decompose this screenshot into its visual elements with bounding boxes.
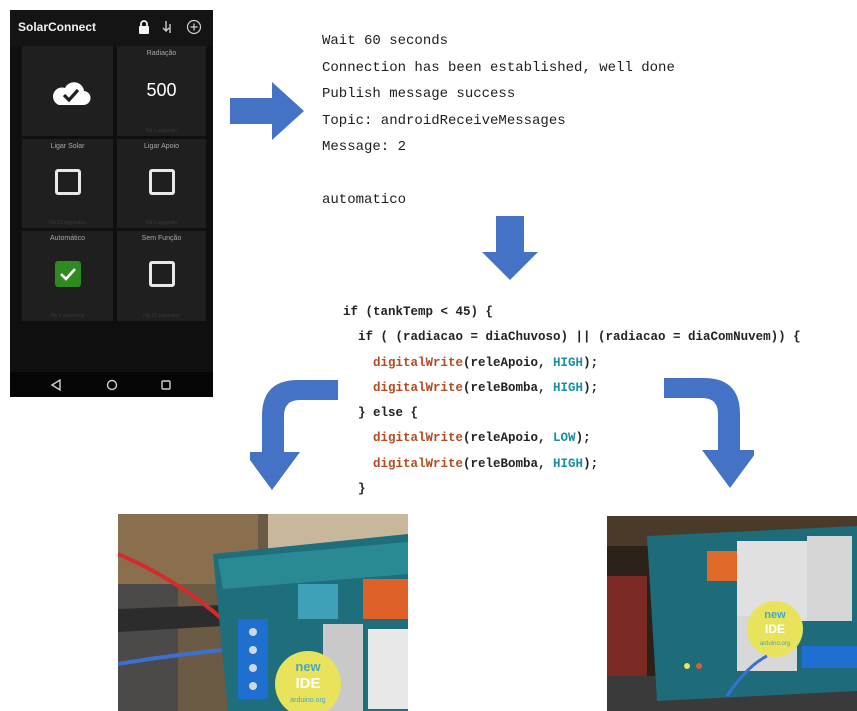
serial-console-output: Wait 60 seconds Connection has been esta… bbox=[322, 28, 675, 214]
sticker-text: IDE bbox=[295, 675, 320, 692]
tile-timestamp: Há 4 segundos bbox=[50, 313, 85, 319]
code-text: (releApoio, bbox=[463, 431, 554, 446]
photo-arduino-right: new IDE arduino.org bbox=[607, 516, 857, 711]
code-text: (releBomba, bbox=[463, 380, 554, 395]
code-text: (releApoio, bbox=[463, 355, 554, 370]
ligar-solar-checkbox[interactable] bbox=[55, 169, 81, 195]
arrow-down bbox=[482, 216, 538, 280]
console-line: Topic: androidReceiveMessages bbox=[322, 112, 566, 129]
android-nav-bar bbox=[10, 372, 213, 397]
code-text: if (tankTemp < 45) { bbox=[343, 305, 494, 319]
code-text bbox=[343, 356, 373, 370]
cloud-check-icon bbox=[52, 82, 91, 106]
arrow-bent-left bbox=[250, 380, 338, 490]
console-line: Connection has been established, well do… bbox=[322, 59, 675, 76]
recents-icon[interactable] bbox=[160, 379, 172, 391]
swap-icon[interactable] bbox=[160, 19, 176, 35]
code-line: } bbox=[343, 477, 801, 502]
check-icon bbox=[60, 268, 76, 281]
code-line: if (tankTemp < 45) { bbox=[343, 300, 801, 325]
code-keyword: HIGH bbox=[553, 380, 584, 395]
code-keyword: LOW bbox=[553, 431, 576, 446]
code-text bbox=[343, 457, 373, 471]
console-line bbox=[322, 161, 675, 188]
automatico-checkbox[interactable] bbox=[55, 261, 81, 287]
tile-label: Automático bbox=[49, 235, 86, 242]
app-toolbar: SolarConnect bbox=[10, 10, 213, 46]
code-line: digitalWrite(releApoio, LOW); bbox=[343, 426, 801, 451]
tile-radiacao[interactable]: Radiação 500 Há 1 segundo bbox=[117, 46, 206, 136]
code-text: if ( (radiacao = diaChuvoso) || (radiaca… bbox=[343, 330, 801, 345]
arrow-bent-right bbox=[664, 378, 754, 488]
tile-label: Ligar Apoio bbox=[143, 143, 180, 150]
sem-funcao-checkbox[interactable] bbox=[149, 261, 175, 287]
sticker-text: arduino.org bbox=[290, 697, 326, 704]
code-text: ); bbox=[583, 456, 599, 471]
lock-icon[interactable] bbox=[136, 19, 152, 35]
code-keyword: HIGH bbox=[553, 355, 584, 370]
code-function: digitalWrite bbox=[373, 380, 464, 395]
code-text bbox=[343, 381, 373, 395]
sticker-text: new bbox=[764, 609, 786, 621]
radiation-value: 500 bbox=[146, 80, 177, 100]
ligar-apoio-checkbox[interactable] bbox=[149, 169, 175, 195]
sticker-text: arduino.org bbox=[760, 641, 790, 647]
photo-arduino-left: new IDE arduino.org bbox=[118, 514, 408, 711]
sticker-text: IDE bbox=[765, 622, 785, 636]
tile-timestamp: Há 12 segundos bbox=[49, 220, 86, 226]
code-line: if ( (radiacao = diaChuvoso) || (radiaca… bbox=[343, 325, 801, 350]
tile-ligar-solar[interactable]: Ligar Solar Há 12 segundos bbox=[22, 139, 113, 228]
tile-timestamp: Há 15 segundos bbox=[143, 313, 180, 319]
tile-automatico[interactable]: Automático Há 4 segundos bbox=[22, 231, 113, 321]
code-function: digitalWrite bbox=[373, 456, 464, 471]
tile-cloud-status[interactable] bbox=[22, 46, 113, 136]
arduino-code-snippet: if (tankTemp < 45) { if ( (radiacao = di… bbox=[343, 300, 801, 502]
tile-label: Ligar Solar bbox=[50, 143, 85, 150]
tile-timestamp: Há 1 segundo bbox=[145, 220, 178, 226]
tile-label: Sem Função bbox=[141, 235, 182, 242]
tile-ligar-apoio[interactable]: Ligar Apoio Há 1 segundo bbox=[117, 139, 206, 228]
code-text: ); bbox=[575, 431, 591, 446]
code-keyword: HIGH bbox=[553, 456, 584, 471]
tile-label: Radiação bbox=[146, 50, 177, 57]
code-line: } else { bbox=[343, 401, 801, 426]
code-line: digitalWrite(releApoio, HIGH); bbox=[343, 351, 801, 376]
code-line: digitalWrite(releBomba, HIGH); bbox=[343, 376, 801, 401]
code-text: (releBomba, bbox=[463, 456, 554, 471]
home-icon[interactable] bbox=[106, 379, 118, 391]
code-line: digitalWrite(releBomba, HIGH); bbox=[343, 452, 801, 477]
code-text bbox=[343, 431, 373, 445]
code-text: ); bbox=[583, 355, 599, 370]
code-text: ); bbox=[583, 380, 599, 395]
console-line: Message: 2 bbox=[322, 139, 407, 155]
sticker-text: new bbox=[295, 659, 321, 674]
add-circle-icon[interactable] bbox=[186, 19, 202, 35]
code-function: digitalWrite bbox=[373, 355, 464, 370]
code-text: } bbox=[343, 482, 366, 497]
back-icon[interactable] bbox=[50, 379, 62, 391]
phone-screenshot: SolarConnect Radiação 500 Há 1 segundo L… bbox=[10, 10, 213, 397]
console-line: Wait 60 seconds bbox=[322, 33, 449, 49]
code-text: } else { bbox=[343, 406, 419, 421]
arduino-board-photo-right: new IDE arduino.org bbox=[607, 516, 857, 711]
code-function: digitalWrite bbox=[373, 431, 464, 446]
arrow-right bbox=[230, 82, 304, 140]
tile-sem-funcao[interactable]: Sem Função Há 15 segundos bbox=[117, 231, 206, 321]
arduino-board-photo-left: new IDE arduino.org bbox=[118, 514, 408, 711]
console-line: Publish message success bbox=[322, 86, 516, 102]
app-title: SolarConnect bbox=[18, 20, 97, 34]
tile-timestamp: Há 1 segundo bbox=[145, 128, 178, 134]
console-line: automatico bbox=[322, 192, 407, 208]
